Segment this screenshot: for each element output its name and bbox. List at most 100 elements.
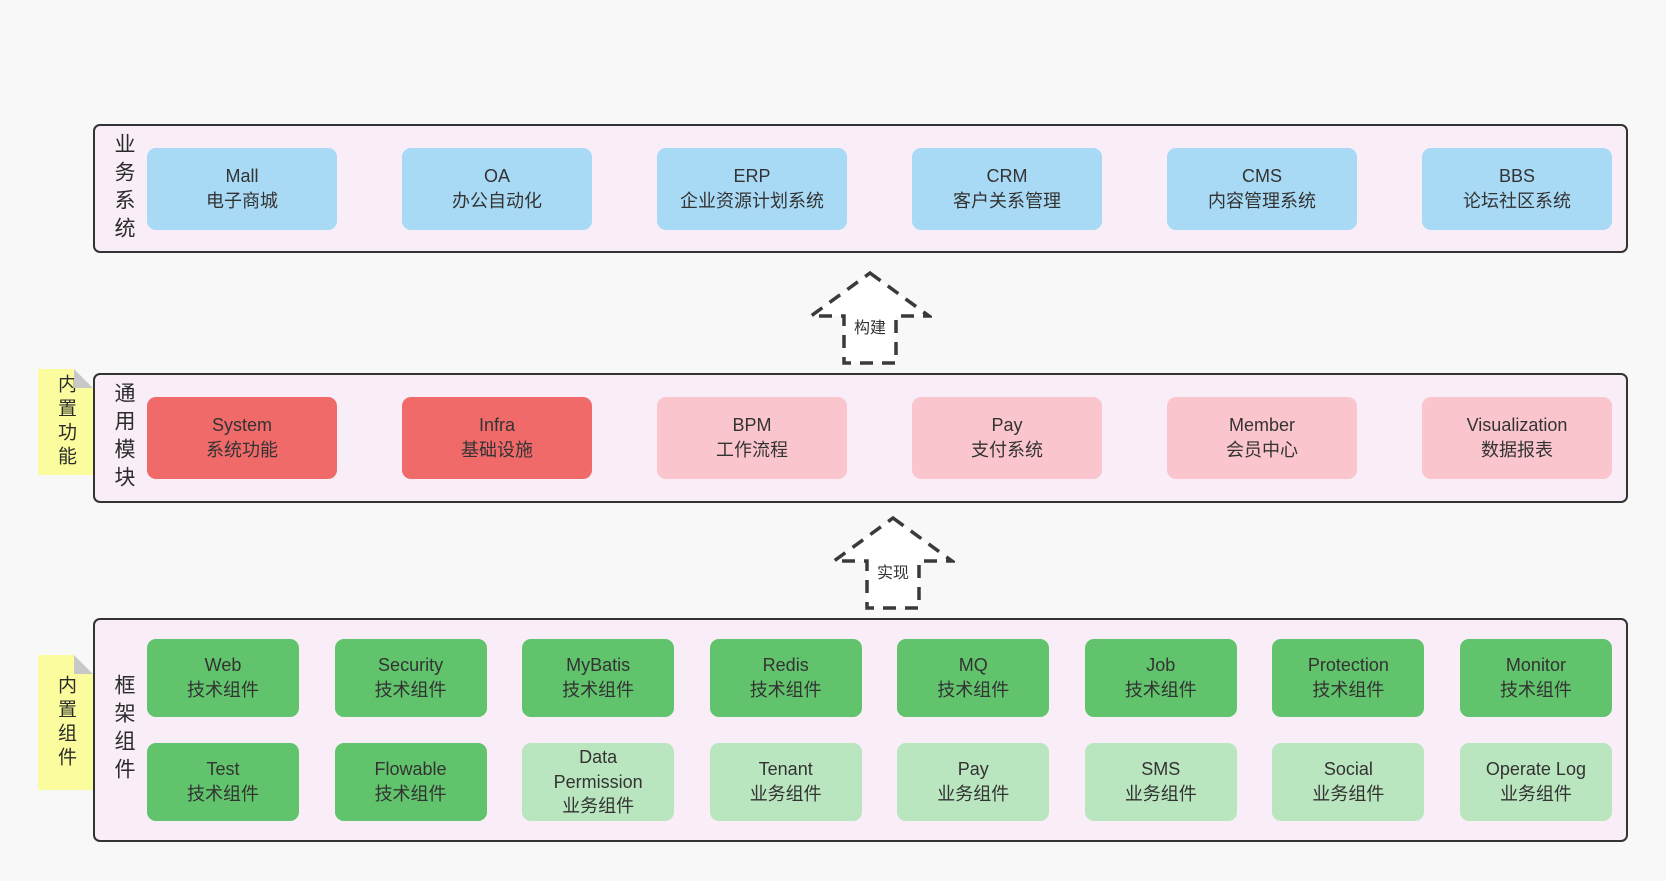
component-rows: Web 技术组件 Security 技术组件 MyBatis 技术组件 Redi… (147, 620, 1612, 840)
box-title: SMS (1141, 759, 1181, 780)
box-oa: OA 办公自动化 (402, 147, 592, 230)
box-test: Test 技术组件 (147, 743, 299, 821)
box-monitor: Monitor 技术组件 (1459, 639, 1612, 717)
box-crm: CRM 客户关系管理 (912, 147, 1102, 230)
box-social: Social 业务组件 (1272, 743, 1425, 821)
business-box-row: Mall 电子商城 OA 办公自动化 ERP 企业资源计划系统 CRM 客户关系… (147, 126, 1612, 251)
box-subtitle: 技术组件 (1124, 680, 1197, 700)
sticky-note-built-in-features: 内置功能 (38, 369, 93, 475)
component-row-1: Web 技术组件 Security 技术组件 MyBatis 技术组件 Redi… (147, 639, 1612, 717)
box-subtitle: 技术组件 (562, 680, 635, 700)
box-title: BPM (732, 415, 772, 436)
box-title: Pay (991, 415, 1023, 436)
band-side-label-modules: 通用模块 (112, 382, 135, 494)
box-erp: ERP 企业资源计划系统 (657, 147, 847, 230)
box-title: CMS (1242, 165, 1282, 186)
box-title: Tenant (758, 759, 813, 780)
box-subtitle: 业务组件 (1312, 784, 1385, 804)
box-subtitle: 业务组件 (749, 784, 822, 804)
implement-arrow-label: 实现 (874, 559, 912, 583)
box-title: System (211, 415, 272, 436)
box-title: Test (206, 759, 240, 780)
box-title: Member (1228, 415, 1295, 436)
box-subtitle: 支付系统 (971, 440, 1043, 460)
folded-corner-icon (74, 369, 93, 388)
box-pay-module: Pay 支付系统 (912, 397, 1102, 479)
box-title: Security (378, 655, 444, 676)
box-title: CRM (986, 165, 1028, 186)
box-bbs: BBS 论坛社区系统 (1422, 147, 1612, 230)
band-business-systems: 业务系统 Mall 电子商城 OA 办公自动化 ERP 企业资源计划系统 CRM… (93, 124, 1628, 253)
build-arrow: 构建 (808, 270, 932, 366)
folded-corner-icon (74, 655, 93, 674)
box-cms: CMS 内容管理系统 (1167, 147, 1357, 230)
box-subtitle: 会员中心 (1226, 440, 1298, 460)
box-subtitle: 工作流程 (716, 440, 788, 460)
box-bpm: BPM 工作流程 (657, 397, 847, 479)
box-subtitle: 办公自动化 (452, 190, 542, 211)
box-subtitle: 电子商城 (206, 190, 278, 211)
box-web: Web 技术组件 (147, 639, 299, 717)
box-flowable: Flowable 技术组件 (334, 743, 487, 821)
box-visualization: Visualization 数据报表 (1422, 397, 1612, 479)
box-subtitle: 业务组件 (1124, 784, 1197, 804)
module-box-row: System 系统功能 Infra 基础设施 BPM 工作流程 Pay 支付系统… (147, 375, 1612, 501)
box-title: Redis (762, 655, 809, 676)
box-subtitle: 企业资源计划系统 (680, 190, 824, 211)
box-title: Pay (957, 759, 989, 780)
box-system: System 系统功能 (147, 397, 337, 479)
box-subtitle: 论坛社区系统 (1463, 190, 1571, 211)
box-data-permission: Data Permission 业务组件 (522, 743, 675, 821)
sticky-note-built-in-components: 内置组件 (38, 655, 93, 790)
implement-arrow: 实现 (831, 515, 955, 611)
box-subtitle: 技术组件 (187, 680, 259, 700)
box-subtitle: 业务组件 (937, 784, 1010, 804)
box-operate-log: Operate Log 业务组件 (1459, 743, 1612, 821)
box-sms: SMS 业务组件 (1084, 743, 1237, 821)
box-subtitle: 技术组件 (937, 680, 1010, 700)
box-subtitle: 技术组件 (1499, 680, 1572, 700)
box-title: Infra (478, 415, 516, 436)
band-common-modules: 通用模块 System 系统功能 Infra 基础设施 BPM 工作流程 Pay… (93, 373, 1628, 503)
sticky-label: 内置功能 (55, 374, 76, 470)
box-pay-component: Pay 业务组件 (897, 743, 1050, 821)
sticky-label: 内置组件 (55, 674, 76, 771)
box-title: Web (204, 655, 242, 676)
box-title: Data Permission (553, 746, 643, 792)
component-row-2: Test 技术组件 Flowable 技术组件 Data Permission … (147, 743, 1612, 821)
box-mq: MQ 技术组件 (897, 639, 1050, 717)
build-arrow-label: 构建 (851, 314, 889, 338)
band-framework-components: 框架组件 Web 技术组件 Security 技术组件 MyBatis 技术组件… (93, 618, 1628, 842)
box-title: Flowable (374, 759, 447, 780)
band-side-label-business: 业务系统 (112, 132, 135, 245)
box-subtitle: 技术组件 (374, 784, 447, 804)
box-protection: Protection 技术组件 (1272, 639, 1425, 717)
box-redis: Redis 技术组件 (709, 639, 862, 717)
box-subtitle: 系统功能 (206, 440, 278, 460)
box-subtitle: 数据报表 (1481, 440, 1553, 460)
box-subtitle: 基础设施 (461, 440, 533, 460)
box-member: Member 会员中心 (1167, 397, 1357, 479)
box-security: Security 技术组件 (334, 639, 487, 717)
box-subtitle: 技术组件 (187, 784, 259, 804)
box-title: Monitor (1505, 655, 1566, 676)
box-title: MQ (958, 655, 988, 676)
box-subtitle: 内容管理系统 (1208, 190, 1316, 211)
band-side-label-components: 框架组件 (112, 674, 135, 786)
box-title: Operate Log (1485, 759, 1586, 780)
box-title: Mall (225, 165, 259, 186)
box-subtitle: 技术组件 (1312, 680, 1385, 700)
box-mall: Mall 电子商城 (147, 147, 337, 230)
box-title: MyBatis (566, 655, 631, 676)
box-title: Job (1146, 655, 1176, 676)
box-subtitle: 业务组件 (1499, 784, 1572, 804)
box-title: OA (483, 165, 510, 186)
box-subtitle: 技术组件 (749, 680, 822, 700)
box-job: Job 技术组件 (1084, 639, 1237, 717)
box-title: Social (1323, 759, 1373, 780)
box-infra: Infra 基础设施 (402, 397, 592, 479)
box-subtitle: 客户关系管理 (953, 190, 1061, 211)
box-tenant: Tenant 业务组件 (709, 743, 862, 821)
box-mybatis: MyBatis 技术组件 (522, 639, 675, 717)
box-title: ERP (733, 165, 771, 186)
